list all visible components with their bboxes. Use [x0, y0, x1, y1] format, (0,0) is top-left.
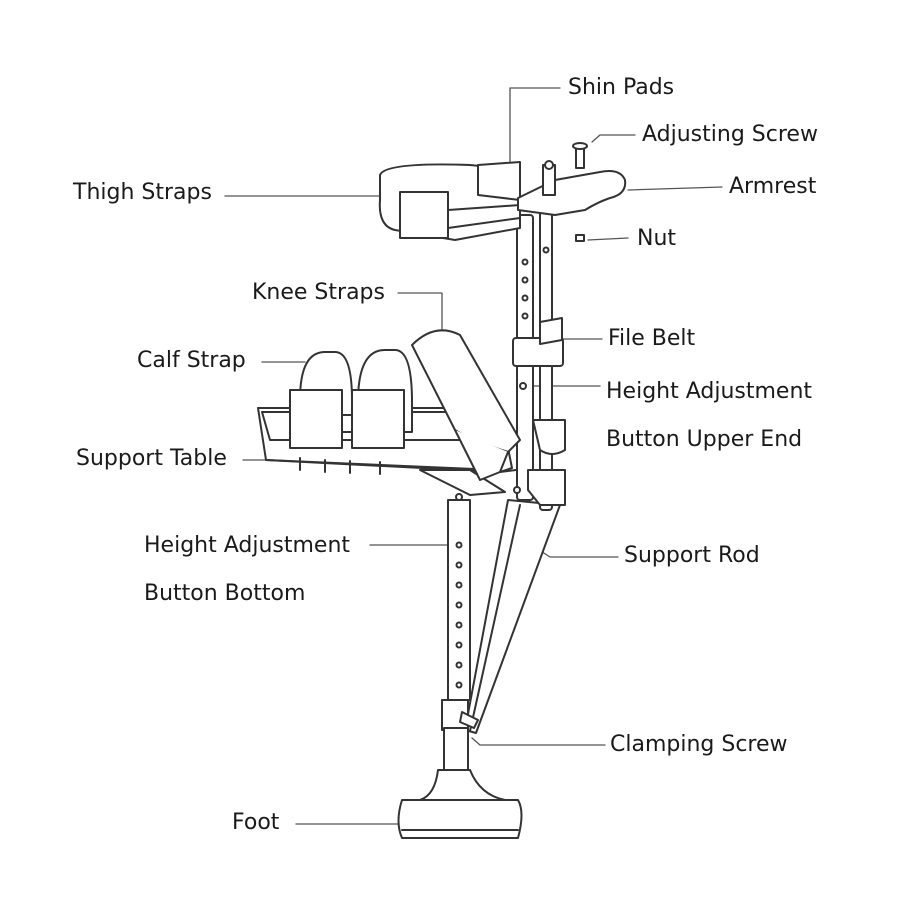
- file-belt: [512, 317, 566, 506]
- label-height-adjustment-upper: Height Adjustment: [606, 379, 813, 404]
- leader-support-rod: [535, 547, 619, 558]
- leader-nut: [587, 237, 629, 241]
- label-nut: Nut: [637, 226, 677, 251]
- label-support-rod: Support Rod: [624, 543, 760, 568]
- label-button-bottom: Button Bottom: [144, 581, 306, 606]
- label-height-adjustment-bottom: Height Adjustment: [144, 533, 351, 558]
- leader-shin-pads: [509, 87, 561, 166]
- leader-knee-straps: [397, 292, 443, 331]
- label-foot: Foot: [232, 810, 280, 835]
- leader-armrest: [627, 186, 723, 191]
- thigh-straps: [378, 161, 521, 241]
- label-support-table: Support Table: [76, 446, 227, 471]
- label-clamping-screw: Clamping Screw: [610, 732, 788, 757]
- label-button-upper-end: Button Upper End: [606, 427, 803, 452]
- leader-adjusting-screw: [591, 134, 636, 143]
- armrest-assembly: [517, 142, 627, 242]
- lower-leg: [441, 499, 479, 789]
- label-adjusting-screw: Adjusting Screw: [642, 122, 818, 147]
- label-knee-straps: Knee Straps: [252, 280, 385, 305]
- foot: [397, 769, 523, 839]
- label-calf-strap: Calf Strap: [137, 348, 246, 373]
- label-thigh-straps: Thigh Straps: [73, 180, 212, 205]
- label-armrest: Armrest: [729, 174, 817, 199]
- leader-clamping-screw: [471, 737, 606, 746]
- leader-lines: [224, 87, 723, 825]
- knee-straps: [411, 329, 521, 494]
- calf-strap: [289, 349, 413, 449]
- label-file-belt: File Belt: [608, 326, 696, 351]
- support-rod: [464, 499, 561, 734]
- label-shin-pads: Shin Pads: [568, 75, 675, 100]
